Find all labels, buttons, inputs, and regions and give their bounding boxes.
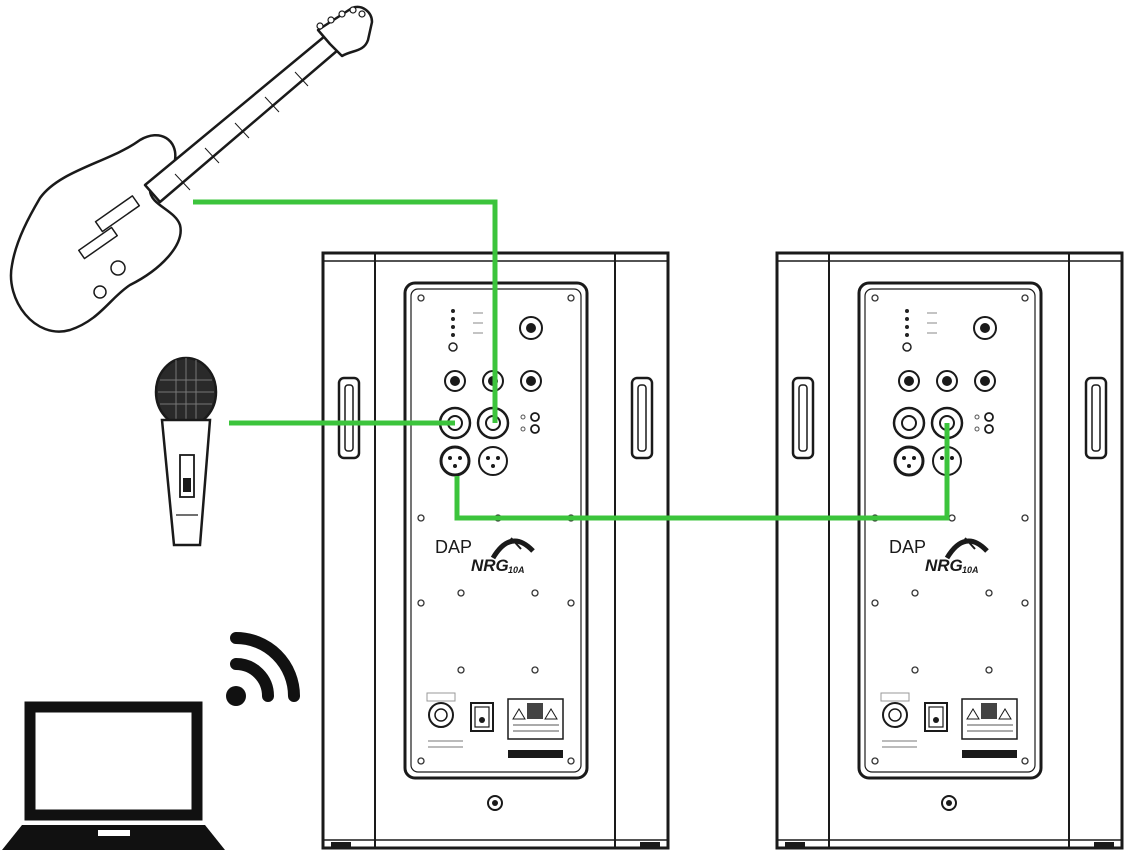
speaker-right: DAP NRG 10A (777, 253, 1122, 848)
speaker-left-brand: DAP (435, 537, 472, 557)
link-cable (454, 423, 950, 521)
laptop-icon (2, 701, 225, 850)
guitar-icon (9, 5, 374, 333)
guitar-cable (193, 199, 498, 423)
speaker-right-model: NRG (925, 556, 963, 575)
speaker-left-model-suffix: 10A (508, 565, 525, 575)
speaker-right-model-suffix: 10A (962, 565, 979, 575)
speaker-left: DAP NRG 10A (323, 253, 668, 848)
speaker-right-brand: DAP (889, 537, 926, 557)
speaker-left-model: NRG (471, 556, 509, 575)
wifi-icon (226, 632, 300, 706)
microphone-icon (154, 356, 218, 547)
